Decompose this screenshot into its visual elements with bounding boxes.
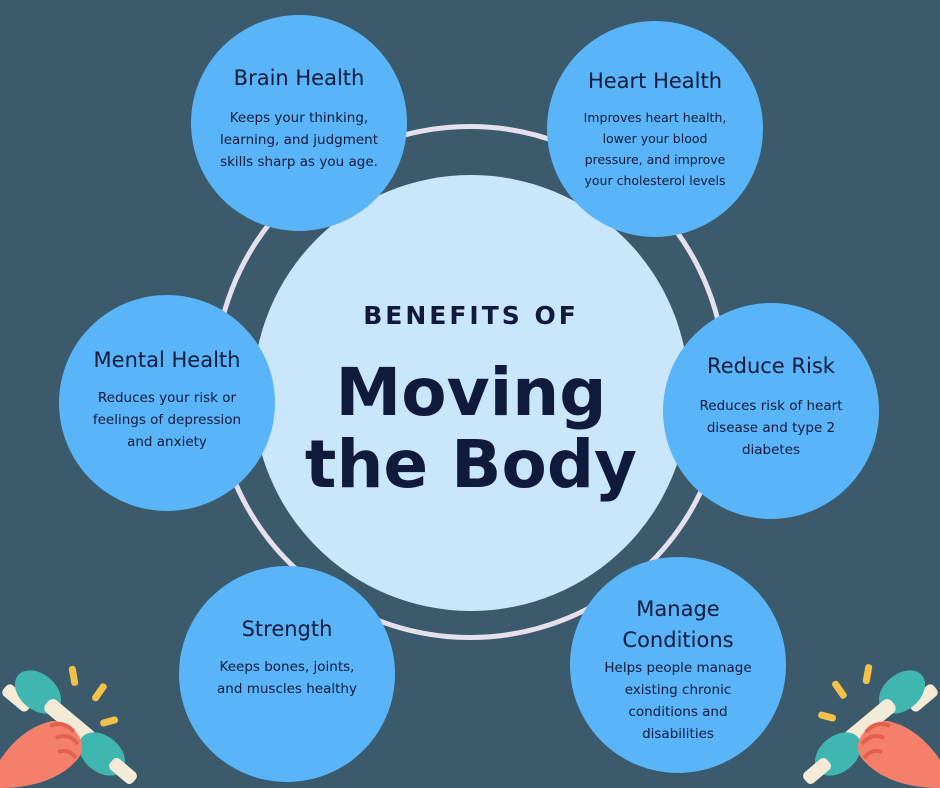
node-title: Manage Conditions (622, 597, 734, 652)
node-heart-health: Heart Health Improves heart health, lowe… (547, 21, 763, 237)
node-title: Reduce Risk (707, 354, 835, 378)
node-description: Keeps your thinking, learning, and judgm… (219, 110, 379, 170)
node-title: Brain Health (233, 66, 365, 90)
spark-icon (68, 665, 119, 727)
node-strength: Strength Keeps bones, joints, and muscle… (179, 566, 395, 782)
dumbbell-hand-icon (0, 665, 137, 788)
node-reduce-risk: Reduce Risk Reduces risk of heart diseas… (663, 303, 879, 519)
node-description: Keeps bones, joints, and muscles healthy (217, 659, 357, 697)
node-description: Helps people manage existing chronic con… (604, 660, 752, 742)
center-circle: BENEFITS OF Moving the Body (253, 175, 689, 611)
node-title: Heart Health (587, 69, 723, 93)
headline-line-1: Moving (335, 354, 607, 431)
center-headline: Moving the Body (253, 357, 689, 501)
headline-line-2: the Body (304, 426, 638, 503)
center-kicker: BENEFITS OF (363, 301, 579, 330)
node-title: Strength (241, 617, 333, 641)
dumbbell-hand-icon (803, 664, 940, 788)
node-brain-health: Brain Health Keeps your thinking, learni… (191, 15, 407, 231)
node-mental-health: Mental Health Reduces your risk or feeli… (59, 295, 275, 511)
spark-icon (818, 664, 873, 722)
node-description: Reduces your risk or feelings of depress… (92, 390, 242, 450)
node-description: Improves heart health, lower your blood … (583, 110, 727, 188)
node-description: Reduces risk of heart disease and type 2… (699, 398, 843, 458)
node-title: Mental Health (93, 348, 241, 372)
node-manage-conditions: Manage Conditions Helps people manage ex… (570, 557, 786, 773)
